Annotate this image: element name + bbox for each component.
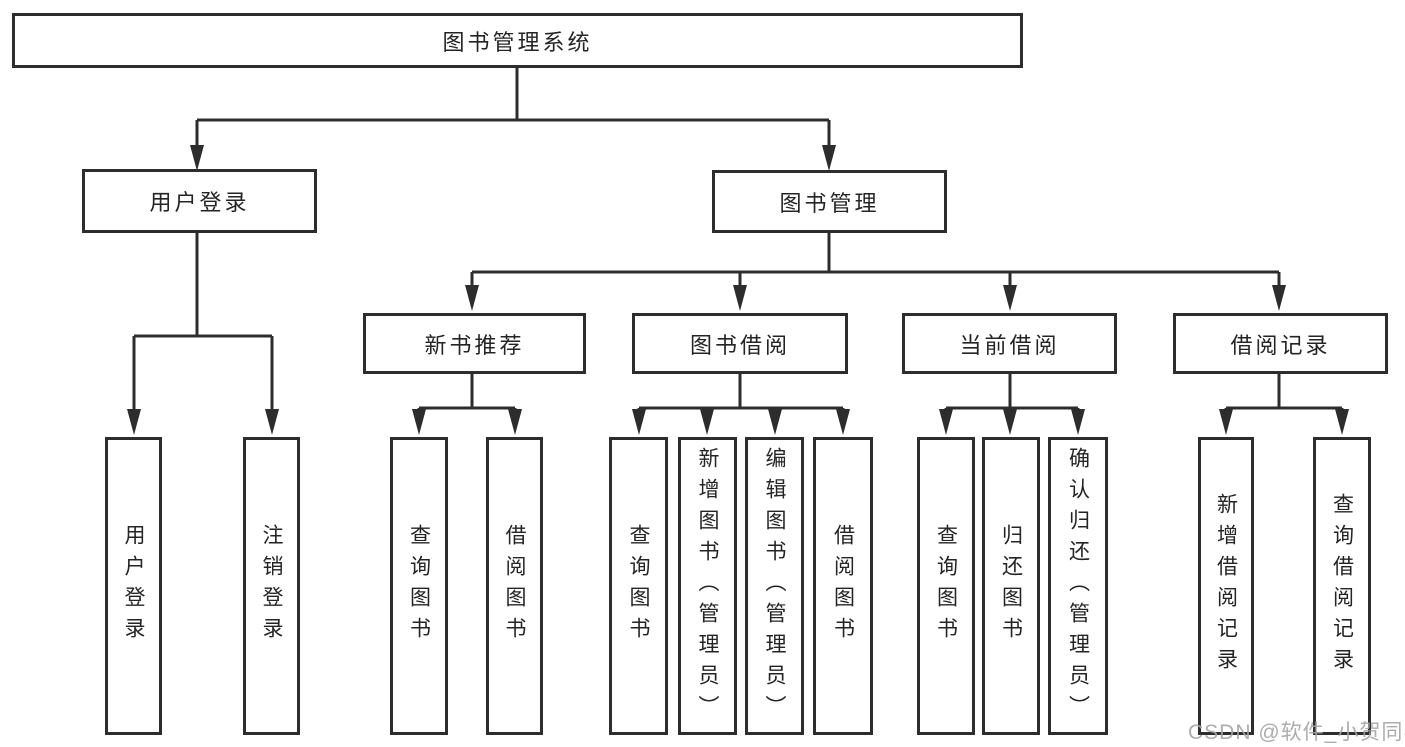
leaf-return-books: 归还图书 [982,437,1040,735]
leaf-confirm-return-admin: 确认归还（管理员） [1048,437,1108,735]
node-book-borrow: 图书借阅 [632,313,848,374]
leaf-edit-books-admin: 编辑图书（管理员） [745,437,804,735]
arrowhead-icon [733,285,747,311]
leaf-add-books-admin: 新增图书（管理员） [678,437,737,735]
node-user-login: 用户登录 [82,169,317,233]
connector-userlogin-to-leaves [132,233,274,414]
leaf-borrow-books-recommend: 借阅图书 [486,437,543,735]
arrowhead-icon [1272,285,1286,311]
leaf-add-borrow-record: 新增借阅记录 [1198,437,1254,735]
arrowhead-icon [700,409,714,435]
arrowhead-icon [939,409,953,435]
arrowhead-icon [1335,409,1349,435]
arrowhead-icon [1071,409,1085,435]
connector-bookmgmt-to-level3 [470,233,1281,290]
connector-newbooks-to-leaves [417,374,517,414]
connector-currentborrow-to-leaves [944,374,1080,414]
leaf-query-books-borrow: 查询图书 [609,437,668,735]
arrowhead-icon [822,145,836,171]
node-new-book-recommend: 新书推荐 [363,313,586,374]
connector-root-to-level2 [195,68,831,150]
arrowhead-icon [836,409,850,435]
arrowhead-icon [190,145,204,171]
leaf-query-books-current: 查询图书 [917,437,975,735]
node-system-root: 图书管理系统 [12,13,1023,68]
node-book-management: 图书管理 [712,170,947,233]
arrowhead-icon [127,409,141,435]
arrowhead-icon [508,409,522,435]
node-current-borrow: 当前借阅 [902,313,1117,374]
arrowhead-icon [1003,285,1017,311]
arrowhead-icon [768,409,782,435]
arrowhead-icon [465,285,479,311]
arrowhead-icon [1003,409,1017,435]
leaf-query-borrow-record: 查询借阅记录 [1313,437,1371,735]
arrowhead-icon [412,409,426,435]
arrowhead-icon [1219,409,1233,435]
arrowhead-icon [632,409,646,435]
connector-bookborrow-to-leaves [637,374,845,414]
leaf-borrow-books: 借阅图书 [813,437,873,735]
node-borrow-records: 借阅记录 [1173,313,1388,374]
leaf-user-login: 用户登录 [105,437,162,735]
connector-borrowrecords-to-leaves [1224,374,1344,414]
csdn-watermark: CSDN @软件_小贺同学 [1188,721,1405,744]
arrowhead-icon [265,409,279,435]
leaf-query-books-recommend: 查询图书 [390,437,448,735]
leaf-logout-login: 注销登录 [243,437,300,735]
